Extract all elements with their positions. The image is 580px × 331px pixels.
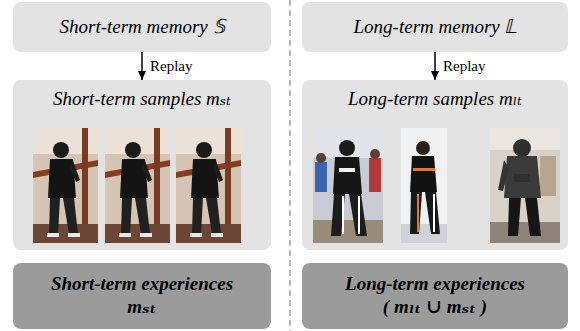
divider-line (289, 0, 291, 331)
node-title: Short-term samples mₛₜ (13, 88, 271, 111)
replay-arrow (434, 52, 436, 80)
photo (313, 128, 383, 243)
node-title: Long-term samples mₗₜ (302, 88, 568, 111)
photo (176, 128, 241, 243)
experience-box: Long-term experiences( mₗₜ ∪ mₛₜ ) (302, 263, 568, 329)
photo (401, 128, 447, 243)
samples-box: Short-term samples mₛₜ (13, 80, 271, 250)
node-body: mₛₜ (127, 296, 156, 319)
node-title: Long-term memory 𝕃 (354, 16, 517, 39)
memory-box: Short-term memory 𝕊 (13, 2, 271, 52)
node-body: ( mₗₜ ∪ mₛₜ ) (383, 296, 487, 319)
memory-box: Long-term memory 𝕃 (302, 2, 568, 52)
photo (105, 128, 170, 243)
edge-label: Replay (150, 57, 193, 75)
node-title: Short-term experiences (51, 273, 233, 296)
photo (33, 128, 98, 243)
edge-label: Replay (443, 57, 486, 75)
samples-box: Long-term samples mₗₜ (302, 80, 568, 250)
node-title: Long-term experiences (345, 273, 525, 296)
photo (490, 128, 560, 243)
experience-box: Short-term experiencesmₛₜ (13, 263, 271, 329)
replay-arrow (141, 52, 143, 80)
node-title: Short-term memory 𝕊 (59, 16, 224, 39)
